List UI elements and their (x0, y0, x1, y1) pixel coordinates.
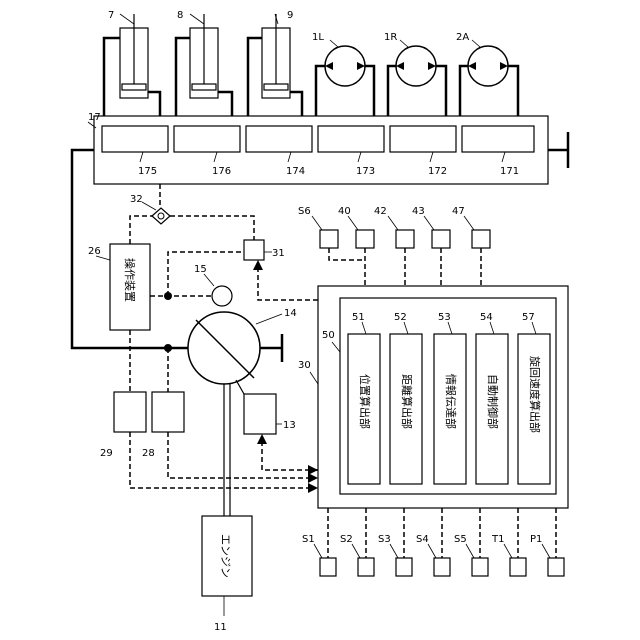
unit-40 (356, 230, 374, 248)
label-43: 43 (412, 206, 425, 217)
pilot-pump: 15 (194, 264, 232, 306)
label-32: 32 (130, 194, 143, 205)
position-calc-label: 位置算出部 (358, 374, 372, 429)
label-14: 14 (284, 308, 297, 319)
hydraulic-cylinder-7: 7 (104, 10, 160, 126)
pressure-sensor-28: 28 (142, 392, 184, 459)
engine: エンジン 11 (202, 516, 252, 633)
label-53: 53 (438, 312, 451, 323)
label-S3: S3 (378, 534, 391, 545)
label-2A: 2A (456, 32, 469, 43)
tank-symbol-upper (548, 132, 568, 168)
label-S1: S1 (302, 534, 315, 545)
label-51: 51 (352, 312, 365, 323)
label-174: 174 (286, 166, 305, 177)
control-line-31 (258, 262, 318, 300)
label-57: 57 (522, 312, 535, 323)
hydraulic-motor-1L: 1L (312, 32, 374, 126)
label-52: 52 (394, 312, 407, 323)
label-28: 28 (142, 448, 155, 459)
label-P1: P1 (530, 534, 542, 545)
label-S4: S4 (416, 534, 429, 545)
valve-175 (102, 126, 168, 152)
label-9: 9 (287, 10, 293, 21)
label-11: 11 (214, 622, 227, 633)
sensor-S4 (434, 558, 450, 576)
label-26: 26 (88, 246, 101, 257)
regulator-13: 13 (244, 394, 296, 434)
label-15: 15 (194, 264, 207, 275)
solenoid-valve-31: 31 (244, 240, 285, 260)
shuttle-valve: 32 (130, 194, 170, 224)
label-T1: T1 (491, 534, 504, 545)
label-40: 40 (338, 206, 351, 217)
position-calc-unit: 位置算出部 51 (348, 312, 380, 484)
swing-speed-calc-unit: 旋回速度算出部 57 (518, 312, 550, 484)
hydraulic-motor-2A: 2A (456, 32, 518, 126)
pressure-sensor-29: 29 (100, 392, 146, 459)
sensor-S2 (358, 558, 374, 576)
main-pump: 14 (188, 308, 297, 384)
label-47: 47 (452, 206, 465, 217)
info-transmit-unit: 情報伝達部 53 (434, 312, 466, 484)
label-172: 172 (428, 166, 447, 177)
label-29: 29 (100, 448, 113, 459)
unit-43 (432, 230, 450, 248)
label-1L: 1L (312, 32, 324, 43)
control-line-13 (262, 436, 318, 470)
pilot-line-shuttle-left (130, 216, 152, 244)
label-S5: S5 (454, 534, 467, 545)
operation-device: 操作装置 26 (88, 244, 150, 330)
hydraulic-cylinder-9: 9 (248, 10, 302, 126)
label-17: 17 (88, 112, 101, 123)
label-173: 173 (356, 166, 375, 177)
sensor-S3 (396, 558, 412, 576)
pilot-line-shuttle-right (170, 216, 254, 240)
label-7: 7 (108, 10, 114, 21)
label-50: 50 (322, 330, 335, 341)
sensor-S1 (320, 558, 336, 576)
tank-symbol-pump (260, 334, 282, 362)
sensor-S5 (472, 558, 488, 576)
signal-line-29 (130, 432, 310, 488)
bottom-sensors: S1 S2 S3 S4 S5 T1 P1 (302, 508, 564, 576)
swing-speed-calc-label: 旋回速度算出部 (528, 356, 542, 433)
label-S6: S6 (298, 206, 311, 217)
label-1R: 1R (384, 32, 397, 43)
valve-173 (318, 126, 384, 152)
controller: 30 50 位置算出部 51 距離算出部 52 情報伝達部 53 自動制御部 5… (298, 286, 568, 508)
operation-device-label: 操作装置 (123, 258, 137, 302)
top-units: S6 40 42 43 47 (298, 206, 490, 286)
label-54: 54 (480, 312, 493, 323)
hydraulic-cylinder-8: 8 (176, 10, 232, 126)
label-171: 171 (500, 166, 519, 177)
label-176: 176 (212, 166, 231, 177)
distance-calc-label: 距離算出部 (400, 374, 414, 429)
label-175: 175 (138, 166, 157, 177)
valve-171 (462, 126, 534, 152)
label-31: 31 (272, 248, 285, 259)
label-42: 42 (374, 206, 387, 217)
unit-42 (396, 230, 414, 248)
sensor-P1 (548, 558, 564, 576)
label-13: 13 (283, 420, 296, 431)
signal-line-28 (168, 432, 310, 478)
unit-47 (472, 230, 490, 248)
engine-label: エンジン (219, 534, 232, 578)
control-valve-block: 17 175 176 174 173 172 171 (88, 112, 548, 184)
auto-control-label: 自動制御部 (486, 374, 500, 429)
sensor-T1 (510, 558, 526, 576)
distance-calc-unit: 距離算出部 52 (390, 312, 422, 484)
valve-174 (246, 126, 312, 152)
valve-176 (174, 126, 240, 152)
info-transmit-label: 情報伝達部 (444, 374, 458, 429)
hydraulic-motor-1R: 1R (384, 32, 446, 126)
auto-control-unit: 自動制御部 54 (476, 312, 508, 484)
label-30: 30 (298, 360, 311, 371)
valve-172 (390, 126, 456, 152)
label-8: 8 (177, 10, 183, 21)
label-S2: S2 (340, 534, 353, 545)
sensor-S6 (320, 230, 338, 248)
